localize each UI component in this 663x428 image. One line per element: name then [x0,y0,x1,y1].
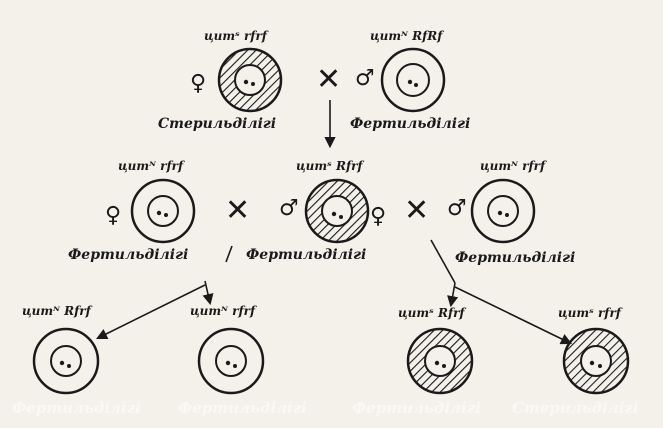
phenotype-label: Фертильділігі [350,116,471,132]
arrow-to-f2-4 [454,286,573,345]
arrow-to-f2-1 [95,284,206,340]
cell-parent-female [217,47,283,113]
arrow-to-f2-2 [202,280,214,306]
phenotype-label: Стерильділігі [158,116,277,132]
female-symbol: ♀ [190,71,207,96]
cell-f1-right [470,178,536,244]
genotype-label: цитᴺ rfrf [190,304,256,318]
phenotype-label: Фертильділігі [178,399,307,417]
cell-f2-1 [32,327,100,395]
phenotype-label: Стерильділігі [512,399,639,417]
genotype-label: цитˢ rfrf [204,29,267,43]
cell-f1-center [304,178,370,244]
arrow-to-f2-3 [447,282,459,308]
female-symbol: ♀ [105,203,122,228]
phenotype-label: Фертильділігі [68,247,189,263]
phenotype-label: Фертильділігі [455,250,576,266]
cross-symbol: ✕ [404,193,430,228]
male-symbol: ♂ [355,66,375,91]
male-symbol: ♂ [447,196,467,221]
genotype-label: цитᴺ rfrf [118,159,184,173]
genotype-label: цитᴺ RfRf [370,29,443,43]
genotype-label: цитᴺ rfrf [480,159,546,173]
cell-f2-3 [406,327,474,395]
cross-symbol: ✕ [225,193,251,228]
phenotype-label: Фертильділігі [352,399,481,417]
cell-f2-4 [562,327,630,395]
phenotype-label: Фертильділігі [12,399,141,417]
cross-symbol: ✕ [316,62,342,97]
genotype-label: цитˢ Rfrf [296,159,363,173]
male-symbol: ♂ [279,196,299,221]
cell-f2-2 [197,327,265,395]
arrow-left-cross-stub [225,245,233,263]
genotype-label: цитᴺ Rfrf [22,304,91,318]
genotype-label: цитˢ rfrf [558,306,621,320]
phenotype-label: Фертильділігі [246,247,367,263]
arrow-right-stem [430,239,456,284]
cell-parent-male [380,47,446,113]
female-symbol: ♀ [370,204,387,229]
genotype-label: цитˢ Rfrf [398,306,465,320]
cell-f1-left [130,178,196,244]
